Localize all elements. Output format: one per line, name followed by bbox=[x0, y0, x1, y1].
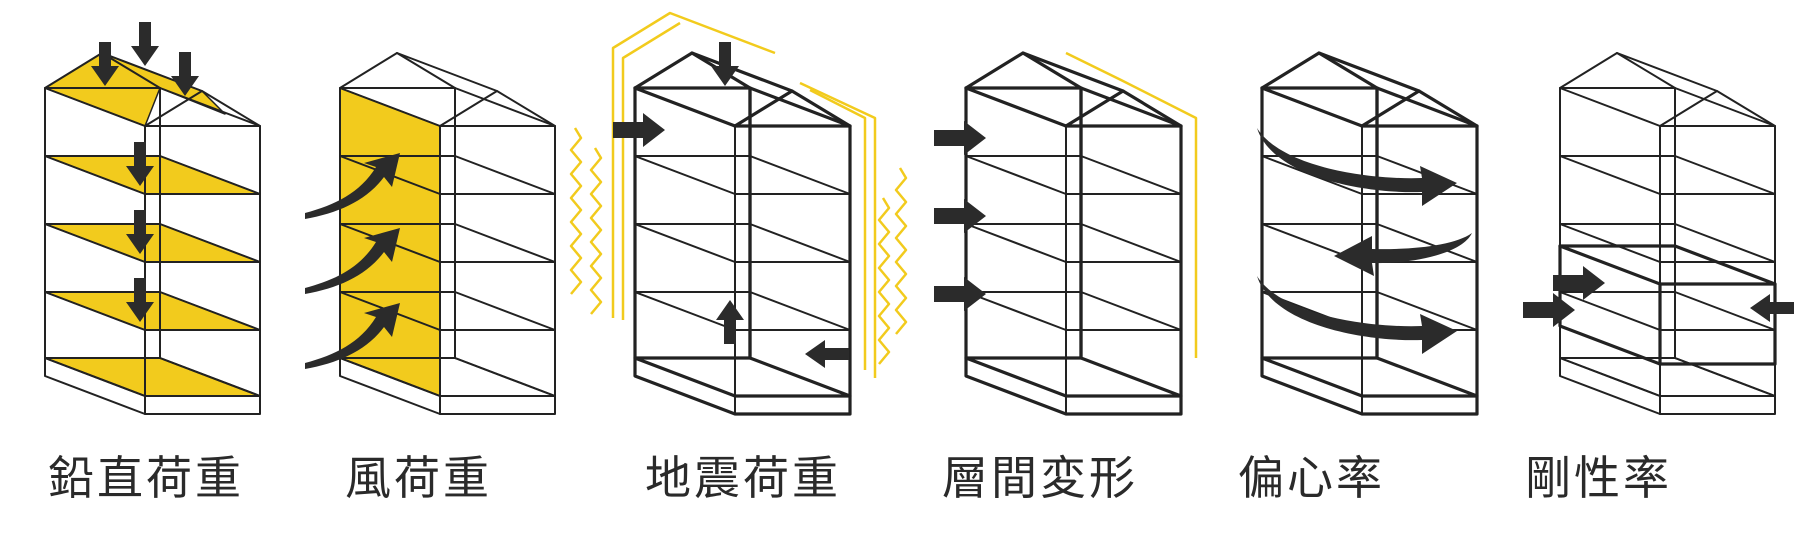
caption-vertical-load: 鉛直荷重 bbox=[48, 451, 244, 505]
floor-slab-yellow bbox=[44, 291, 261, 331]
panel-seismic-load-diagram bbox=[569, 11, 908, 416]
panel-eccentricity-diagram bbox=[1257, 51, 1479, 416]
caption-stiffness-ratio: 剛性率 bbox=[1525, 451, 1672, 505]
panel-vertical-load-diagram bbox=[44, 22, 261, 415]
panel-stiffness-ratio-diagram bbox=[1523, 52, 1794, 415]
floor-slab-yellow bbox=[44, 155, 261, 195]
floor-slab-yellow bbox=[44, 357, 261, 397]
caption-wind-load: 風荷重 bbox=[345, 451, 492, 505]
floor-slab-yellow bbox=[44, 223, 261, 263]
caption-eccentricity: 偏心率 bbox=[1238, 451, 1385, 505]
caption-story-drift: 層間変形 bbox=[942, 451, 1138, 505]
panel-story-drift-diagram bbox=[934, 51, 1198, 416]
caption-seismic-load: 地震荷重 bbox=[645, 451, 841, 505]
panel-wind-load-diagram bbox=[305, 52, 556, 415]
